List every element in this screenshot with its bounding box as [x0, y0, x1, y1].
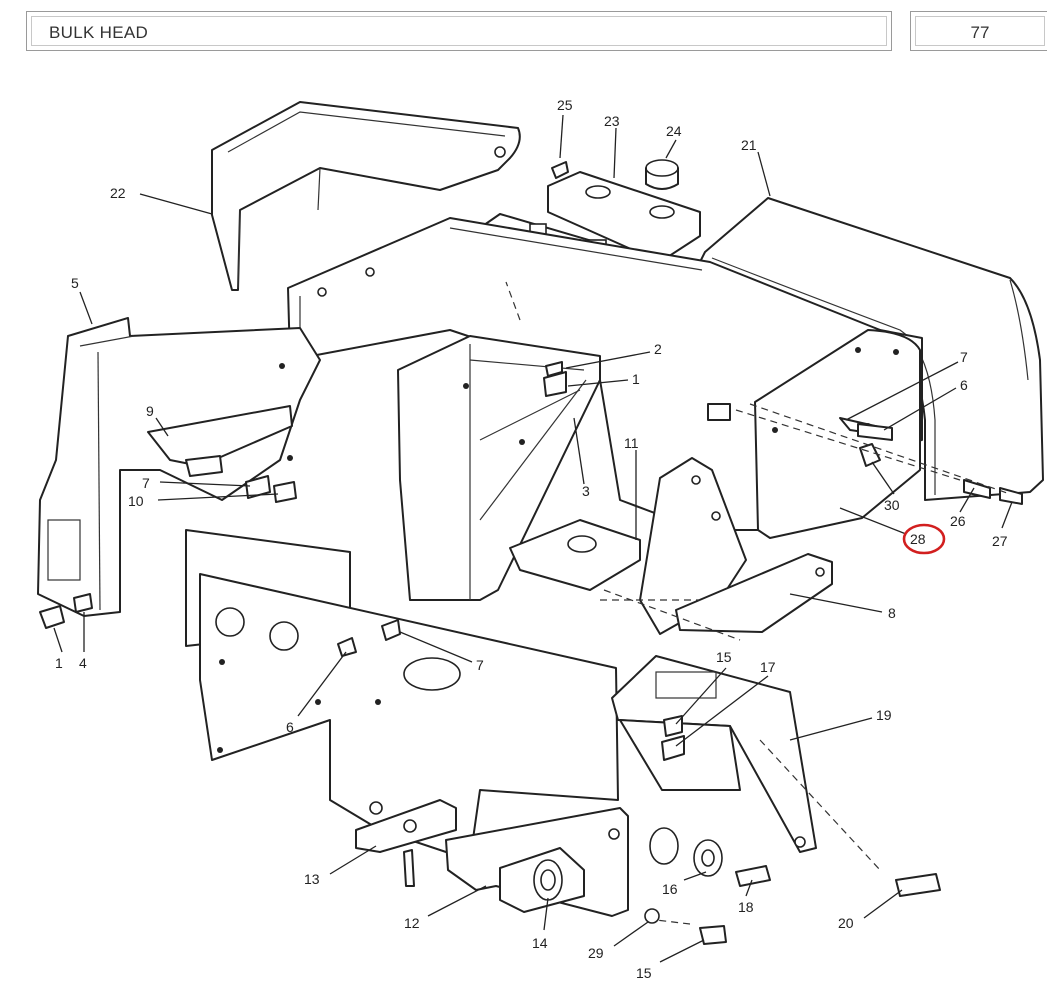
- part-8-angle-bracket: [675, 553, 833, 633]
- part-9-bracket: [147, 405, 293, 477]
- part-14-pivot-assembly: [499, 847, 585, 913]
- callout-4: 4: [79, 655, 87, 671]
- lower-front-panel: [185, 529, 619, 861]
- callout-16: 16: [662, 881, 678, 897]
- callout-28: 28: [910, 531, 926, 547]
- callout-7-upper: 7: [960, 349, 968, 365]
- callout-3: 3: [582, 483, 590, 499]
- part-16-bushings: [649, 827, 723, 877]
- callout-23: 23: [604, 113, 620, 129]
- page-number: 77: [970, 23, 990, 42]
- callout-28-highlight-ring: [902, 523, 946, 555]
- callout-15-lower: 15: [636, 965, 652, 981]
- callout-26: 26: [950, 513, 966, 529]
- callout-24: 24: [666, 123, 682, 139]
- callout-7-lower: 7: [476, 657, 484, 673]
- assembly-lines: [505, 281, 1011, 925]
- callout-14: 14: [532, 935, 548, 951]
- part-11-vertical-bracket: [509, 457, 747, 635]
- callout-30: 30: [884, 497, 900, 513]
- page-title: BULK HEAD: [49, 23, 149, 42]
- title-bar: BULK HEAD: [26, 11, 892, 51]
- callout-13: 13: [304, 871, 320, 887]
- callout-18: 18: [738, 899, 754, 915]
- callout-8: 8: [888, 605, 896, 621]
- callout-2: 2: [654, 341, 662, 357]
- page-number-box: 77: [910, 11, 1047, 51]
- callout-21: 21: [741, 137, 757, 153]
- callout-17: 17: [760, 659, 776, 675]
- callout-29: 29: [588, 945, 604, 961]
- callout-7-mid: 7: [142, 475, 150, 491]
- callout-11: 11: [624, 435, 639, 451]
- callout-1-lower: 1: [55, 655, 63, 671]
- part-5-left-side-panel: [37, 317, 321, 617]
- callout-27: 27: [992, 533, 1008, 549]
- part-28-side-plate: [754, 329, 921, 539]
- callout-25: 25: [557, 97, 573, 113]
- callout-5: 5: [71, 275, 79, 291]
- callout-20: 20: [838, 915, 854, 931]
- part-19-lower-box: [611, 655, 817, 853]
- callout-10: 10: [128, 493, 144, 509]
- part-22-top-cover: [211, 101, 521, 291]
- callout-15-upper: 15: [716, 649, 732, 665]
- fasteners: [39, 361, 1023, 945]
- callout-9: 9: [146, 403, 154, 419]
- callout-1-upper: 1: [632, 371, 640, 387]
- callouts: 25 23 24 21 22 5 2 1 7 6 9 3 11: [53, 97, 1013, 981]
- callout-6-lower: 6: [286, 719, 294, 735]
- part-13-bracket: [355, 799, 457, 887]
- part-25-screw: [551, 161, 569, 179]
- callout-22: 22: [110, 185, 126, 201]
- callout-6-upper: 6: [960, 377, 968, 393]
- callout-19: 19: [876, 707, 892, 723]
- part-24-cap: [645, 159, 679, 190]
- callout-12: 12: [404, 915, 420, 931]
- part-3-center-column: [397, 335, 601, 601]
